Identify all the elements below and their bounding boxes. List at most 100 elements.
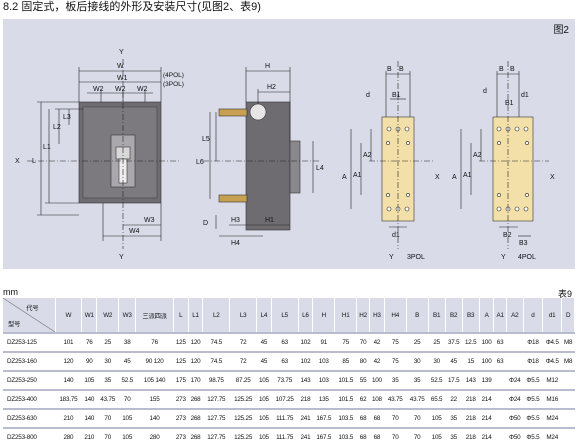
dimension-drawings: Y W W1 (4POL) (3POL) W2 W2 W2 L L1 L2 L3… [15, 49, 555, 261]
column-header: L1 [188, 298, 204, 333]
value-cell: 70 [123, 396, 131, 403]
value-cell: 125.25 [234, 434, 253, 441]
model-cell: DZ253-400 [7, 396, 37, 403]
pol3-label-a1: A1 [353, 172, 362, 179]
front-label-w4: W4 [129, 228, 140, 235]
value-cell: 65.5 [430, 396, 443, 403]
value-cell: 210 [63, 415, 74, 422]
value-cell: 68 [373, 434, 381, 441]
value-cell: 103.5 [338, 434, 354, 441]
value-cell [506, 333, 523, 352]
value-cell: 30 [433, 358, 440, 365]
value-cell: 120 [190, 339, 201, 346]
value-cell: 55 [359, 377, 367, 384]
value-cell: Φ4.5 [545, 339, 559, 346]
value-cell: 125 [175, 339, 186, 346]
value-cell: 52.5 [430, 377, 443, 384]
value-cell: 105 [84, 377, 95, 384]
column-header: W2 [96, 298, 120, 333]
value-cell: Φ18 [527, 358, 539, 365]
pol4-mounting-drawing [460, 61, 549, 249]
value-cell [506, 352, 523, 371]
value-cell: 241 [300, 415, 311, 422]
value-cell: 140 [84, 396, 95, 403]
value-cell: 127.75 [207, 434, 226, 441]
side-view-drawing [203, 67, 321, 237]
value-cell: 74.5 [210, 358, 223, 365]
front-label-l2: L2 [53, 124, 61, 131]
column-header: d [523, 298, 544, 333]
front-view-drawing [27, 59, 179, 249]
value-cell: 140 [149, 415, 160, 422]
column-header: H2 [356, 298, 371, 333]
pol3-label-name: 3POL [407, 254, 425, 261]
column-header: H1 [334, 298, 358, 333]
value-cell: 70 [413, 415, 421, 422]
pol4-label-name: 4POL [518, 254, 536, 261]
pol4-label-a2: A2 [473, 152, 482, 159]
value-cell: 63 [496, 358, 504, 365]
value-cell: 125.25 [234, 396, 253, 403]
column-header: H3 [369, 298, 385, 333]
value-cell: 268 [190, 396, 201, 403]
column-header: A2 [506, 298, 524, 333]
value-cell: 52.5 [121, 377, 133, 384]
model-cell: DZ253-125 [7, 339, 37, 346]
pol3-label-a: A [342, 174, 347, 181]
side-label-l6: L6 [196, 159, 204, 166]
column-header: A1 [493, 298, 507, 333]
value-cell: 105 [258, 415, 269, 422]
value-cell: 38 [123, 339, 131, 346]
value-cell: 100 [481, 339, 492, 346]
value-cell: 210 [84, 434, 95, 441]
value-cell: 125.25 [234, 415, 253, 422]
value-cell: 72 [239, 358, 247, 365]
value-cell: 214 [481, 396, 492, 403]
value-cell: 85 [342, 358, 349, 365]
value-cell: 102 [300, 358, 311, 365]
value-cell: 17.5 [447, 377, 460, 384]
pol3-label-b1: B1 [392, 92, 401, 99]
value-cell: M8 [563, 358, 573, 365]
pol3-label-y: Y [389, 254, 394, 261]
value-cell: 42 [373, 339, 381, 346]
pol4-label-b-a: B [499, 66, 504, 73]
front-label-y-top: Y [119, 49, 124, 56]
column-header: 三派四派 [135, 298, 174, 333]
side-label-h3: H3 [231, 217, 240, 224]
value-cell: 35 [450, 434, 457, 441]
pol3-label-a2: A2 [363, 152, 372, 159]
value-cell: 218 [465, 415, 476, 422]
section-heading: 8.2 固定式，板后接线的外形及安装尺寸(见图2、表9) [3, 1, 261, 13]
value-cell: 75 [391, 339, 399, 346]
value-cell: 35 [391, 377, 399, 384]
value-cell: 175 [175, 377, 186, 384]
value-cell: 101 [63, 339, 74, 346]
value-cell: 155 [149, 396, 160, 403]
side-label-l4: L4 [316, 165, 324, 172]
value-cell: 218 [465, 396, 476, 403]
column-header: L6 [298, 298, 314, 333]
value-cell: 125 [175, 358, 186, 365]
value-cell: 68 [359, 434, 367, 441]
value-cell: 75 [391, 358, 399, 365]
value-cell: 62 [359, 396, 367, 403]
value-cell: 35 [413, 377, 421, 384]
value-cell: 214 [481, 434, 492, 441]
model-cell: DZ253-160 [7, 358, 37, 365]
value-cell: 70 [104, 415, 112, 422]
value-cell: 111.75 [276, 434, 294, 441]
value-cell: 43.75 [387, 396, 403, 403]
column-header: B1 [428, 298, 446, 333]
pol3-label-b-b: B [399, 66, 404, 73]
side-label-d: D [203, 220, 208, 227]
value-cell: 280 [63, 434, 74, 441]
value-cell: 105 [258, 377, 269, 384]
value-cell: 105 [122, 434, 133, 441]
column-header: H4 [384, 298, 407, 333]
column-header: L4 [256, 298, 272, 333]
corner-model-label: 型号 [8, 321, 21, 328]
front-label-w2a: W2 [93, 86, 104, 93]
